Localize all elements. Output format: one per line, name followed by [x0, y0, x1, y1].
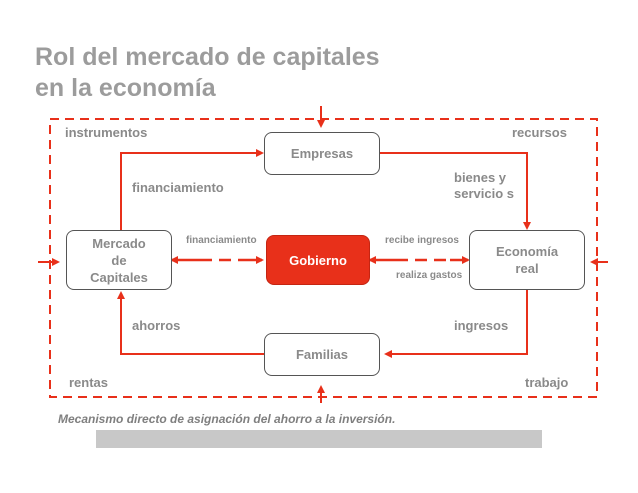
- label-instrumentos: instrumentos: [65, 125, 148, 140]
- label-bienes-servicios: bienes y servicio s: [454, 170, 514, 201]
- label-rentas: rentas: [69, 375, 109, 390]
- page-title: Rol del mercado de capitales en la econo…: [35, 43, 380, 102]
- label-realiza-gastos: realiza gastos: [396, 270, 463, 281]
- footer-bar: [96, 430, 542, 448]
- label-trabajo: trabajo: [525, 375, 569, 390]
- label-ahorros: ahorros: [132, 318, 181, 333]
- label-recursos: recursos: [512, 125, 567, 140]
- node-empresas: Empresas: [264, 132, 380, 175]
- node-gobierno: Gobierno: [266, 235, 370, 285]
- label-financiamiento-gobierno: financiamiento: [186, 235, 257, 246]
- label-recibe-ingresos: recibe ingresos: [385, 235, 459, 246]
- node-mercado-capitales: Mercado de Capitales: [66, 230, 172, 290]
- node-economia-real: Economía real: [469, 230, 585, 290]
- label-ingresos: ingresos: [454, 318, 509, 333]
- node-familias: Familias: [264, 333, 380, 376]
- arrow-ingresos: [384, 289, 528, 358]
- arrow-financiamiento: [120, 149, 264, 235]
- caption: Mecanismo directo de asignación del ahor…: [58, 412, 396, 426]
- arrow-bienes-servicios: [380, 152, 531, 230]
- economy-boundary: [49, 118, 598, 398]
- arrow-ahorros: [117, 291, 264, 355]
- label-financiamiento: financiamiento: [132, 180, 224, 195]
